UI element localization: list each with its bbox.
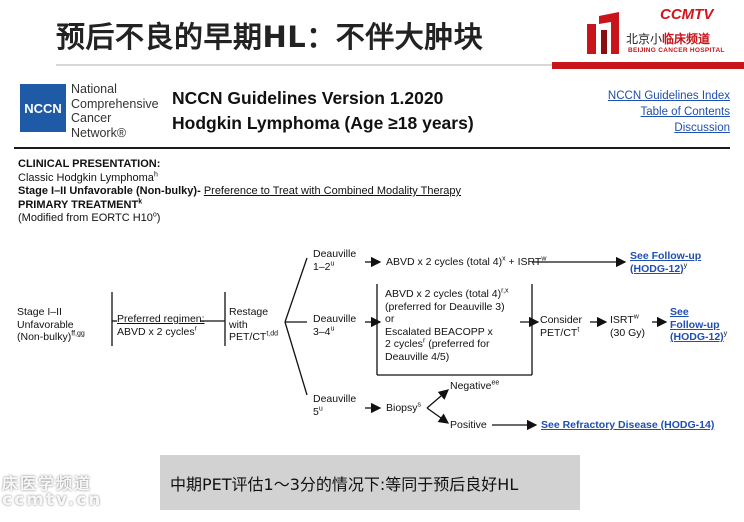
biopsy-label: Biopsys [386,401,422,415]
slide-title: 预后不良的早期HL：不伴大肿块 [56,20,484,54]
guideline-links: NCCN Guidelines Index Table of Contents … [608,88,730,136]
hospital-name: BEIJING CANCER HOSPITAL [628,47,725,54]
preferred-regimen: Preferred regimen: ABVD x 2 cyclesr [117,313,205,338]
summary-banner: 中期PET评估1～3分的情况下:等同于预后良好HL [160,455,580,510]
brand-red-bar [552,62,744,69]
deauville-5: Deauville 5u [313,393,357,418]
refractory-disease-link[interactable]: See Refractory Disease (HODG-14) [541,419,715,431]
cctv-brand: CCMTV [660,6,714,23]
ccmtv-logo-icon [587,12,619,54]
watermark-line1: 床医学频道 [2,474,93,493]
negative-label: Negativeee [450,379,500,393]
deauville-1-2: Deauville 1–2u [313,248,357,273]
guideline-title: NCCN Guidelines Version 1.2020 Hodgkin L… [172,88,474,133]
channel-name: 北京小临床频道 [626,32,711,46]
followup-link[interactable]: See Follow-up (HODG-12)y [630,250,702,275]
title-divider [56,64,552,66]
discussion-link[interactable]: Discussion [674,122,730,134]
consider-pet-ct: Consider PET/CTt [540,314,583,339]
see-followup-link[interactable]: See Follow-up (HODG-12)y [670,306,728,343]
positive-label: Positive [450,419,487,431]
deauville-1-2-treatment: ABVD x 2 cycles (total 4)x + ISRTw [386,255,547,269]
header-separator [14,147,730,149]
nccn-logo: NCCN [20,84,66,132]
preference-link[interactable]: Preference to Treat with Combined Modali… [203,185,462,197]
stage-label: Stage I–II Unfavorable (Non-bulky)ff,gg [17,306,85,343]
deauville-3-4-treatment: ABVD x 2 cycles (total 4)r,x (preferred … [385,287,509,363]
watermark-line2: ccmtv.cn [2,490,103,510]
isrt-30gy: ISRTw (30 Gy) [610,313,646,339]
nccn-org-name: National Comprehensive Cancer Network® [71,82,159,140]
guidelines-index-link[interactable]: NCCN Guidelines Index [607,90,730,102]
restage-label: Restage with PET/CTt,dd [229,306,279,343]
deauville-3-4: Deauville 3–4u [313,313,357,338]
table-of-contents-link[interactable]: Table of Contents [640,106,730,118]
clinical-presentation: CLINICAL PRESENTATION: Classic Hodgkin L… [18,158,462,224]
